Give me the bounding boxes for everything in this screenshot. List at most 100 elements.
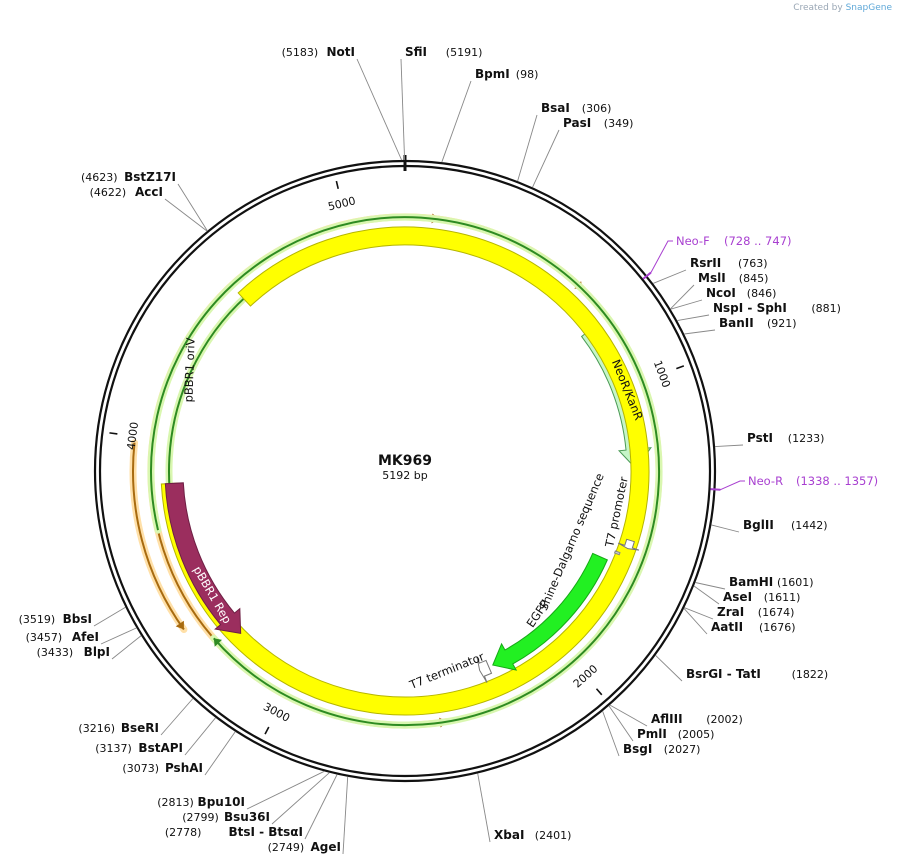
primer-leader-neo-f [650,240,673,273]
site-leader-pshai [204,731,236,776]
site-leader-bglii [711,524,740,533]
site-name-xbai: XbaI [494,828,524,842]
snapgene-credit: Created by SnapGene [793,3,892,13]
tick-label-2000: 2000 [571,662,601,690]
feature-label-pbbr1-oriv: pBBR1 oriV [181,337,197,402]
site-leader-bseri [160,698,194,736]
site-name-bamhi: BamHI [729,575,773,589]
tick-label-4000: 4000 [125,421,141,450]
site-position-xbai: (2401) [535,829,572,842]
orf-arc-5 [132,442,185,631]
site-position-msli: (845) [739,272,769,285]
site-position-bglii: (1442) [791,519,828,532]
site-name-noti: NotI [327,45,356,59]
plasmid-length: 5192 bp [382,469,427,482]
site-name-afliii: AflIII [651,712,683,726]
site-leader-bstapi [184,717,216,756]
site-position-bamhi: (1601) [777,576,814,589]
site-position-zrai: (1674) [758,606,795,619]
site-name-ncoi: NcoI [706,286,736,300]
site-leader-afei [100,627,137,645]
site-name-btsi-bts-i: BtsI - BtsαI [228,825,303,839]
site-name-acci: AccI [135,185,163,199]
primer-range-neo-f: (728 .. 747) [724,234,792,248]
site-name-bpu10i: Bpu10I [198,795,245,809]
site-leader-bsgi [602,710,620,757]
feature-t7-promoter [617,538,640,551]
site-leader-aatii [683,608,708,635]
site-name-bstz17i: BstZ17I [124,170,176,184]
site-position-pshai: (3073) [122,762,159,775]
site-name-asei: AseI [723,590,752,604]
site-position-bstapi: (3137) [95,742,132,755]
site-leader-banii [684,329,716,335]
site-position-sfii: (5191) [446,46,483,59]
site-leader-btsi-bts-i [304,774,338,840]
site-leader-bbsi [93,606,126,627]
site-leader-bsu36i [271,772,330,825]
site-name-bsu36i: Bsu36I [224,810,270,824]
credit-prefix: Created by [793,3,843,13]
site-name-bbsi: BbsI [63,612,92,626]
site-position-rsrii: (763) [738,257,768,270]
primer-mark-neo-r [710,488,721,491]
tick-label-5000: 5000 [327,194,357,213]
site-leader-zrai [684,607,714,620]
site-name-sfii: SfiI [405,45,427,59]
tick-label-3000: 3000 [261,700,292,725]
site-leader-afliii [609,704,648,727]
tick-mark-3000 [264,726,270,735]
primer-name-neo-f: Neo-F [676,234,710,248]
site-position-bsgi: (2027) [664,743,701,756]
site-position-acci: (4622) [90,186,127,199]
orf-arc-4 [150,216,661,727]
primer-range-neo-r: (1338 .. 1357) [796,474,878,488]
site-leader-agei [342,776,349,855]
site-leader-bsai [517,114,538,182]
site-position-blpi: (3433) [37,646,74,659]
site-name-bsrgi-tati: BsrGI - TatI [686,667,761,681]
site-leader-bamhi [695,582,726,590]
site-name-bglii: BglII [743,518,774,532]
site-position-bseri: (3216) [78,722,115,735]
orf-arrowhead-4 [213,638,222,647]
site-name-pshai: PshAI [165,761,203,775]
site-position-bstz17i: (4623) [81,171,118,184]
site-name-aatii: AatII [711,620,743,634]
site-position-bbsi: (3519) [19,613,56,626]
site-leader-msli [670,284,695,310]
site-group: NotI(5183)SfiI(5191)BpmI(98)BsaI(306)Pas… [19,45,841,855]
site-name-bsgi: BsgI [623,742,652,756]
tick-label-1000: 1000 [651,359,673,390]
site-name-pasi: PasI [563,116,591,130]
site-name-pmli: PmlI [637,727,667,741]
site-position-bsai: (306) [582,102,612,115]
site-position-noti: (5183) [282,46,319,59]
site-position-banii: (921) [767,317,797,330]
site-leader-psti [714,444,744,448]
site-leader-noti [356,58,403,161]
site-name-banii: BanII [719,316,754,330]
site-leader-bsrgi-tati [655,654,683,682]
site-position-bsrgi-tati: (1822) [792,668,829,681]
site-leader-xbai [477,773,491,843]
site-name-bseri: BseRI [121,721,159,735]
site-position-pasi: (349) [604,117,634,130]
primer-group: Neo-F (728 .. 747) Neo-R (1338 .. 1357) [642,234,878,491]
site-position-psti: (1233) [788,432,825,445]
site-name-bsai: BsaI [541,101,570,115]
site-position-asei: (1611) [764,591,801,604]
site-leader-bpu10i [246,770,325,810]
primer-name-neo-r: Neo-R [748,474,783,488]
site-position-aatii: (1676) [759,621,796,634]
site-position-bpu10i: (2813) [157,796,194,809]
site-position-btsi-bts-i: (2778) [165,826,202,839]
site-name-blpi: BlpI [84,645,110,659]
site-name-bstapi: BstAPI [138,741,183,755]
primer-leader-neo-r [720,480,745,491]
site-name-zrai: ZraI [717,605,744,619]
orf-arrowhead-5 [175,620,184,630]
site-leader-acci [164,198,208,232]
site-leader-asei [693,585,720,605]
